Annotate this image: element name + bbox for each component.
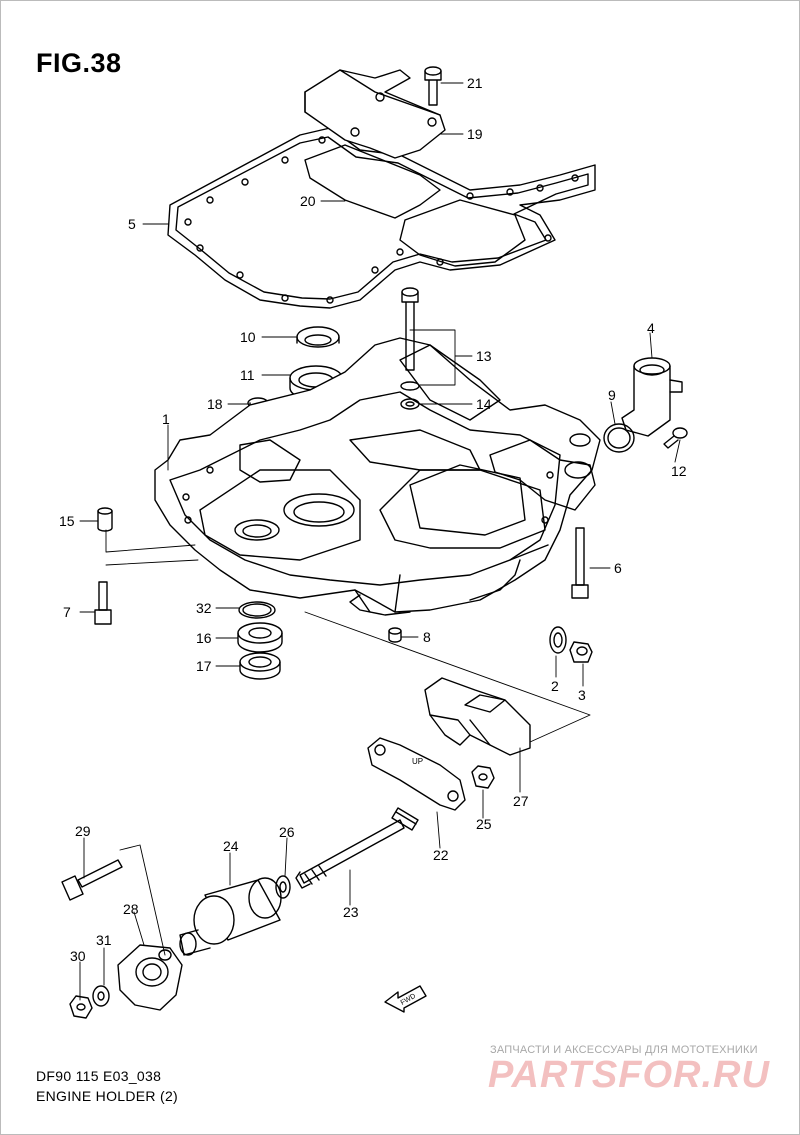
callout-11: 11: [240, 367, 255, 383]
callout-24: 24: [223, 838, 239, 854]
watermark-logo: PARTSFOR.RU: [488, 1054, 770, 1096]
up-stamp: UP: [412, 757, 423, 766]
callout-2: 2: [551, 678, 559, 694]
stud-part-23[interactable]: [295, 807, 419, 889]
washer-part-31[interactable]: [92, 985, 110, 1007]
mount-part-24[interactable]: [179, 877, 282, 956]
bolt-part-21[interactable]: [424, 66, 442, 106]
washer-part-2[interactable]: [549, 626, 567, 654]
callout-19: 19: [467, 126, 483, 142]
callout-17: 17: [196, 658, 212, 674]
engine-holder-part-1[interactable]: [154, 337, 601, 616]
housing-part-4[interactable]: [621, 357, 683, 437]
callout-4: 4: [647, 320, 655, 336]
callout-22: 22: [433, 847, 449, 863]
callout-23: 23: [343, 904, 359, 920]
callout-26: 26: [279, 824, 295, 840]
callout-12: 12: [671, 463, 687, 479]
callout-9: 9: [608, 387, 616, 403]
callout-13: 13: [476, 348, 492, 364]
callout-29: 29: [75, 823, 91, 839]
callout-10: 10: [240, 329, 256, 345]
plate-part-22[interactable]: UP: [367, 737, 466, 811]
oil-seal-part-10[interactable]: [296, 326, 340, 348]
callout-7: 7: [63, 604, 71, 620]
callout-21: 21: [467, 75, 483, 91]
pin-part-15[interactable]: [97, 507, 113, 532]
footer-figure-name: ENGINE HOLDER (2): [36, 1088, 179, 1104]
leader-lines: [79, 82, 681, 1001]
callout-31: 31: [96, 932, 112, 948]
callout-30: 30: [70, 948, 86, 964]
bearing-part-16[interactable]: [237, 622, 283, 653]
callout-18: 18: [207, 396, 223, 412]
callout-15: 15: [59, 513, 75, 529]
callout-14: 14: [476, 396, 492, 412]
washer-part-26[interactable]: [275, 875, 291, 899]
oil-seal-part-17[interactable]: [239, 652, 281, 680]
gasket-part-5[interactable]: [167, 127, 596, 309]
callout-25: 25: [476, 816, 492, 832]
bolt-part-12[interactable]: [663, 427, 688, 449]
o-ring-part-9[interactable]: [603, 423, 635, 453]
washer-part-14[interactable]: [400, 398, 420, 410]
bolt-part-7[interactable]: [94, 581, 112, 625]
plug-part-3[interactable]: [569, 641, 593, 663]
callout-1: 1: [162, 411, 170, 427]
callout-27: 27: [513, 793, 529, 809]
watermark-tagline: ЗАПЧАСТИ И АКСЕССУАРЫ ДЛЯ МОТОТЕХНИКИ: [490, 1044, 758, 1056]
callout-20: 20: [300, 193, 316, 209]
bolt-part-13[interactable]: [400, 287, 420, 391]
callout-8: 8: [423, 629, 431, 645]
callout-28: 28: [123, 901, 139, 917]
callout-16: 16: [196, 630, 212, 646]
nut-part-25[interactable]: [471, 765, 495, 789]
callout-6: 6: [614, 560, 622, 576]
footer-model-code: DF90 115 E03_038: [36, 1068, 162, 1084]
cover-part-19[interactable]: [304, 69, 446, 159]
bolt-part-29[interactable]: [61, 859, 123, 901]
bolt-part-6[interactable]: [571, 527, 589, 599]
figure-title: FIG.38: [36, 48, 122, 78]
callout-32: 32: [196, 600, 212, 616]
callout-5: 5: [128, 216, 136, 232]
fwd-arrow-icon: FWD: [384, 985, 427, 1013]
callout-3: 3: [578, 687, 586, 703]
snap-ring-part-32[interactable]: [238, 601, 276, 619]
bracket-part-28[interactable]: [117, 944, 183, 1011]
nut-part-30[interactable]: [69, 995, 93, 1019]
bracket-part-27[interactable]: [424, 677, 531, 756]
pin-part-8[interactable]: [388, 627, 402, 643]
